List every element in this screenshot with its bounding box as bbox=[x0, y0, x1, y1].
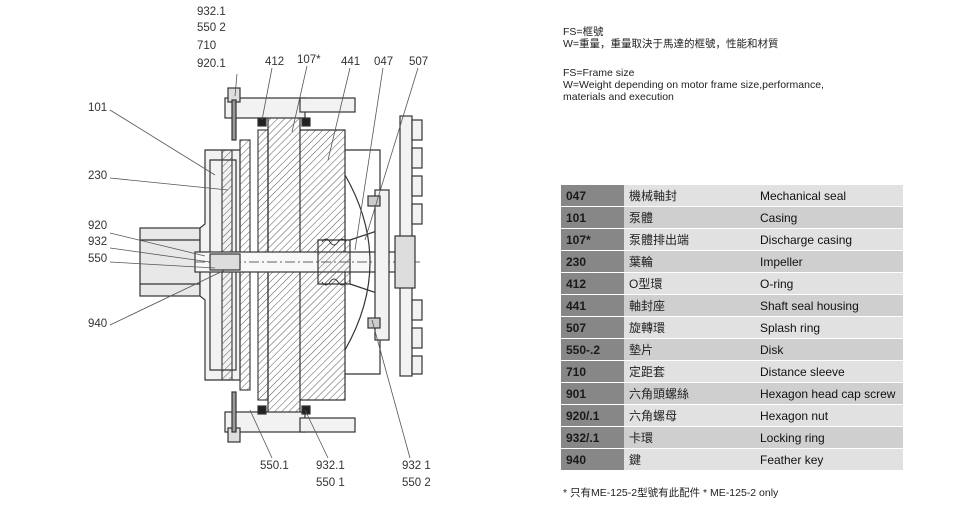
note-zh-line2: W=重量，重量取決于馬達的框號，性能和材質 bbox=[563, 38, 779, 50]
callout-920-1: 920.1 bbox=[197, 58, 226, 70]
callout-507: 507 bbox=[409, 56, 429, 68]
callout-550-1-bottom: 550 1 bbox=[316, 477, 345, 489]
part-name-chinese: 葉輪 bbox=[624, 250, 755, 273]
note-en-line1: FS=Frame size bbox=[563, 67, 635, 79]
footnote: * 只有ME-125-2型號有此配件 * ME-125-2 only bbox=[563, 487, 779, 499]
callout-550: 550 bbox=[88, 253, 108, 265]
part-name-chinese: 泵體排出端 bbox=[624, 228, 755, 251]
part-name-english: Mechanical seal bbox=[755, 185, 903, 207]
part-name-english: Splash ring bbox=[755, 316, 903, 339]
part-name-english: Discharge casing bbox=[755, 228, 903, 251]
part-name-english: O-ring bbox=[755, 272, 903, 295]
part-name-english: Locking ring bbox=[755, 426, 903, 449]
note-en-line2: W=Weight depending on motor frame size,p… bbox=[563, 79, 824, 91]
part-name-chinese: 軸封座 bbox=[624, 294, 755, 317]
part-number: 940 bbox=[561, 448, 624, 471]
notes-chinese: FS=框號 W=重量，重量取決于馬達的框號，性能和材質 bbox=[563, 26, 779, 50]
callout-932: 932 bbox=[88, 236, 108, 248]
part-number: 441 bbox=[561, 294, 624, 317]
part-number: 901 bbox=[561, 382, 624, 405]
part-number: 047 bbox=[561, 185, 624, 207]
callout-047: 047 bbox=[374, 56, 394, 68]
pump-section-drawing bbox=[109, 65, 423, 459]
part-name-english: Hexagon head cap screw bbox=[755, 382, 903, 405]
part-number: 107* bbox=[561, 228, 624, 251]
part-name-english: Feather key bbox=[755, 448, 903, 471]
part-name-chinese: 定距套 bbox=[624, 360, 755, 383]
part-number: 412 bbox=[561, 272, 624, 295]
part-number: 710 bbox=[561, 360, 624, 383]
callout-932-1-bottom: 932.1 bbox=[316, 460, 345, 472]
part-number: 550-.2 bbox=[561, 338, 624, 361]
part-number: 920/.1 bbox=[561, 404, 624, 427]
part-name-chinese: 六角頭螺絲 bbox=[624, 382, 755, 405]
part-number: 507 bbox=[561, 316, 624, 339]
part-name-english: Shaft seal housing bbox=[755, 294, 903, 317]
part-number: 230 bbox=[561, 250, 624, 273]
callout-441: 441 bbox=[341, 56, 361, 68]
part-name-chinese: 泵體 bbox=[624, 206, 755, 229]
callout-230: 230 bbox=[88, 170, 108, 182]
callout-932-1-right: 932 1 bbox=[402, 460, 431, 472]
note-en-line3: materials and execution bbox=[563, 91, 674, 103]
part-name-chinese: 六角螺母 bbox=[624, 404, 755, 427]
part-name-english: Impeller bbox=[755, 250, 903, 273]
part-name-chinese: 鍵 bbox=[624, 448, 755, 471]
part-name-english: Disk bbox=[755, 338, 903, 361]
callout-710: 710 bbox=[197, 40, 217, 52]
callout-101: 101 bbox=[88, 102, 108, 114]
part-name-chinese: 墊片 bbox=[624, 338, 755, 361]
part-name-english: Hexagon nut bbox=[755, 404, 903, 427]
callout-932-1-top: 932.1 bbox=[197, 6, 226, 18]
callout-920: 920 bbox=[88, 220, 108, 232]
note-zh-line1: FS=框號 bbox=[563, 26, 604, 38]
part-number: 101 bbox=[561, 206, 624, 229]
callout-550-2-bottom: 550 2 bbox=[402, 477, 431, 489]
callout-940: 940 bbox=[88, 318, 108, 330]
callout-107: 107* bbox=[297, 54, 321, 66]
callout-412: 412 bbox=[265, 56, 285, 68]
part-name-chinese: 卡環 bbox=[624, 426, 755, 449]
part-number: 932/.1 bbox=[561, 426, 624, 449]
callout-550-1-left: 550.1 bbox=[260, 460, 289, 472]
part-name-chinese: O型環 bbox=[624, 272, 755, 295]
part-name-chinese: 旋轉環 bbox=[624, 316, 755, 339]
part-name-chinese: 機械軸封 bbox=[624, 185, 755, 207]
part-name-english: Distance sleeve bbox=[755, 360, 903, 383]
callout-550-2-top: 550 2 bbox=[197, 22, 226, 34]
part-name-english: Casing bbox=[755, 206, 903, 229]
notes-english: FS=Frame size W=Weight depending on moto… bbox=[563, 67, 824, 103]
